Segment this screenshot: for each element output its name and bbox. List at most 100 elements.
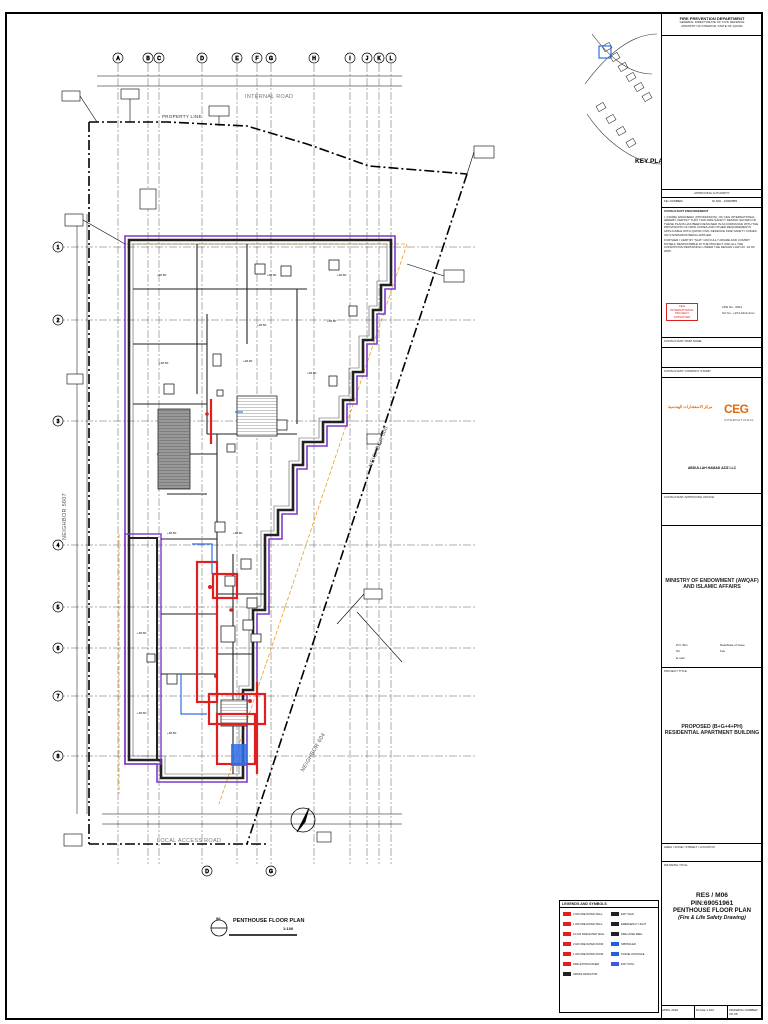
floor-plan-drawing: +48.80 +48.80 +48.80 +48.80 +48.80 +48.8… xyxy=(52,33,661,937)
svg-text:+48.80: +48.80 xyxy=(157,273,167,277)
footer-scale-value: 1:100 xyxy=(706,1008,714,1012)
svg-text:+48.80: +48.80 xyxy=(337,273,347,277)
svg-text:F: F xyxy=(255,56,258,62)
legend-item: SPRINKLER xyxy=(611,942,636,946)
building-walls xyxy=(124,235,396,783)
svg-text:+48.80: +48.80 xyxy=(257,323,267,327)
legend-label: 1 HR FIRE RATED DOOR xyxy=(573,952,604,956)
legend-swatch xyxy=(563,932,571,936)
svg-text:C: C xyxy=(157,56,161,62)
svg-text:A: A xyxy=(116,56,120,62)
title-block: FIRE PREVENTION DEPARTMENT GENERAL DIREC… xyxy=(661,14,762,1020)
svg-text:2: 2 xyxy=(57,318,60,324)
legend-swatch xyxy=(611,932,619,936)
footer-drawing-number: DRAWING NUMBER FP-06 xyxy=(728,1006,761,1019)
legend-label: 2 HR FIRE RATED WALL xyxy=(573,912,603,916)
title-block-footer: APRIL 2022 SCALE 1:100 DRAWING NUMBER FP… xyxy=(661,1005,761,1019)
legend-label: EMERGENCY LIGHT xyxy=(621,922,647,926)
legend-swatch xyxy=(563,942,571,946)
project-line2: RESIDENTIAL APARTMENT BUILDING xyxy=(664,730,760,736)
svg-text:D: D xyxy=(200,56,204,62)
legend-swatch xyxy=(611,942,619,946)
drawing-code: RES / M06 xyxy=(696,891,728,899)
legend-item: 1 HR FIRE RATED DOOR xyxy=(563,952,603,956)
approval-stamp: CEG INTERNATIONAL PROJECT APPROVED xyxy=(666,303,698,322)
protected-shaft xyxy=(231,744,247,766)
svg-text:+48.80: +48.80 xyxy=(137,631,147,635)
legend-label: SMOKE DETECTOR xyxy=(573,972,598,976)
ceg-logo-sub: INTERNATIONAL xyxy=(724,418,755,422)
legend-label: EXIT PATH xyxy=(621,962,634,966)
plan-title-text: PENTHOUSE FLOOR PLAN xyxy=(233,918,305,924)
svg-text:H: H xyxy=(312,56,316,62)
footer-date: APRIL 2022 xyxy=(661,1006,695,1019)
sheet-border xyxy=(5,12,763,1020)
legend-swatch xyxy=(611,962,619,966)
svg-text:4: 4 xyxy=(57,543,60,549)
plan-title-bubble xyxy=(210,919,297,937)
plan-scale-text: 1:100 xyxy=(283,926,294,931)
svg-text:+48.80: +48.80 xyxy=(267,273,277,277)
client-date: Date/Date of Issue xyxy=(720,643,745,647)
project-line1: PROPOSED (B+G+4+PH) xyxy=(681,723,743,730)
legend-item: 1/2 HR FIRE RATED WALL xyxy=(563,932,605,936)
stair-core xyxy=(157,395,278,727)
legend-item: TRAVEL DISTANCE xyxy=(611,952,644,956)
legend-swatch xyxy=(611,952,619,956)
firm-arabic-name: مركز الاستشارات الهندسية xyxy=(668,404,713,409)
project-label: PROJECT TITLE xyxy=(664,669,687,673)
svg-text:G: G xyxy=(269,869,273,875)
svg-text:+48.80: +48.80 xyxy=(167,731,177,735)
key-plan-cell xyxy=(662,36,762,190)
reference-2: Tel No.: +974-4413-4xxx xyxy=(722,311,755,315)
svg-text:I: I xyxy=(349,56,350,62)
room-annotations: +48.80 +48.80 +48.80 +48.80 +48.80 +48.8… xyxy=(137,273,347,735)
legend-label: SPRINKLER xyxy=(621,942,636,946)
svg-text:5: 5 xyxy=(57,605,60,611)
svg-text:K: K xyxy=(377,56,381,62)
svg-text:+48.80: +48.80 xyxy=(167,531,177,535)
legend-title: LEGENDS AND SYMBOLS xyxy=(560,901,658,908)
svg-text:+48.80: +48.80 xyxy=(233,531,243,535)
legend-label: TRAVEL DISTANCE xyxy=(621,952,645,956)
approving-authority: APPROVING AUTHORITY xyxy=(662,190,762,198)
reference-1: CPE No.: 0001 xyxy=(722,305,743,309)
location-cell: AREA / ZONE / STREET / LOCATION xyxy=(662,844,762,862)
fire-devices xyxy=(205,412,252,703)
svg-text:6: 6 xyxy=(57,646,60,652)
department-line1: FIRE PREVENTION DEPARTMENT xyxy=(679,16,745,21)
exit-paths xyxy=(180,411,243,715)
road-label-bottom: LOCAL ACCESS ROAD xyxy=(157,838,222,844)
endorsement-cell: CONSULTANT ENDORSEMENT I, (NAME) ENGINEE… xyxy=(662,208,762,338)
legend-swatch xyxy=(611,922,619,926)
ceg-logo: CEG xyxy=(724,402,749,416)
legend-item: 2 HR FIRE RATED WALL xyxy=(563,912,603,916)
north-arrow xyxy=(290,807,316,833)
svg-text:8: 8 xyxy=(57,754,60,760)
svg-text:7: 7 xyxy=(57,694,60,700)
leader-tags xyxy=(61,88,495,847)
legend-swatch xyxy=(563,972,571,976)
department-line3: MINISTRY OF INTERIOR, STATE OF QATAR xyxy=(681,23,743,28)
legend-item: 2 HR FIRE RATED DOOR xyxy=(563,942,603,946)
svg-text:3: 3 xyxy=(57,419,60,425)
file-number-label: File NUMBER xyxy=(664,199,683,203)
legend-swatch xyxy=(563,962,571,966)
legend-label: EXIT SIGN xyxy=(621,912,634,916)
legend-swatch xyxy=(563,952,571,956)
property-lines xyxy=(88,121,468,845)
footer-drawing-number-label: DRAWING NUMBER xyxy=(729,1008,758,1012)
legend-label: 1/2 HR FIRE RATED WALL xyxy=(573,932,605,936)
endorsement-heading: CONSULTANT ENDORSEMENT xyxy=(664,209,709,213)
svg-text:1: 1 xyxy=(57,245,60,251)
endorsement-text-2: FURTHER I CERTIFY THAT I AM FULLY AWARE … xyxy=(664,238,755,253)
client-fax: Fax xyxy=(720,649,726,653)
project-cell: PROJECT TITLE PROPOSED (B+G+4+PH) RESIDE… xyxy=(662,668,762,844)
svg-text:+48.80: +48.80 xyxy=(137,711,147,715)
neighbor-label-left: NEIGHBOR 5607 xyxy=(62,492,68,540)
consultant-details xyxy=(662,348,762,368)
svg-text:D: D xyxy=(205,869,209,875)
drawing-pin: PIN:69051961 xyxy=(690,899,734,907)
svg-text:+48.80: +48.80 xyxy=(327,319,337,323)
department-line2: GENERAL DIRECTORATE OF CIVIL DEFENCE xyxy=(679,20,745,24)
